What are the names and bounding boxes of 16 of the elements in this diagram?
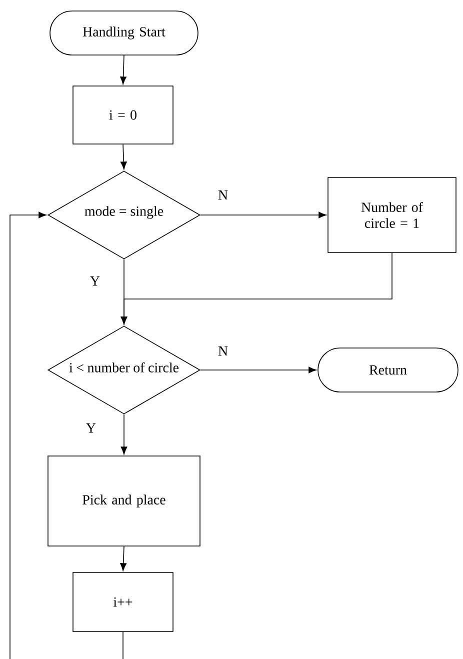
arrow bbox=[200, 212, 326, 218]
arrow bbox=[120, 144, 127, 170]
arrow bbox=[120, 252, 392, 324]
process-box: Number of circle = 1 bbox=[328, 177, 456, 253]
arrow bbox=[120, 546, 127, 571]
edge-label: Y bbox=[84, 422, 98, 434]
edge-label: Y bbox=[88, 275, 102, 287]
arrow bbox=[120, 414, 128, 454]
arrow bbox=[120, 55, 126, 84]
arrow bbox=[200, 366, 316, 374]
arrow bbox=[10, 212, 46, 659]
process-box: Pick and place bbox=[48, 456, 200, 546]
edge-label: N bbox=[216, 345, 230, 357]
edge-label: N bbox=[216, 189, 230, 201]
process-box: i++ bbox=[72, 572, 174, 632]
process-box: i = 0 bbox=[72, 86, 174, 144]
